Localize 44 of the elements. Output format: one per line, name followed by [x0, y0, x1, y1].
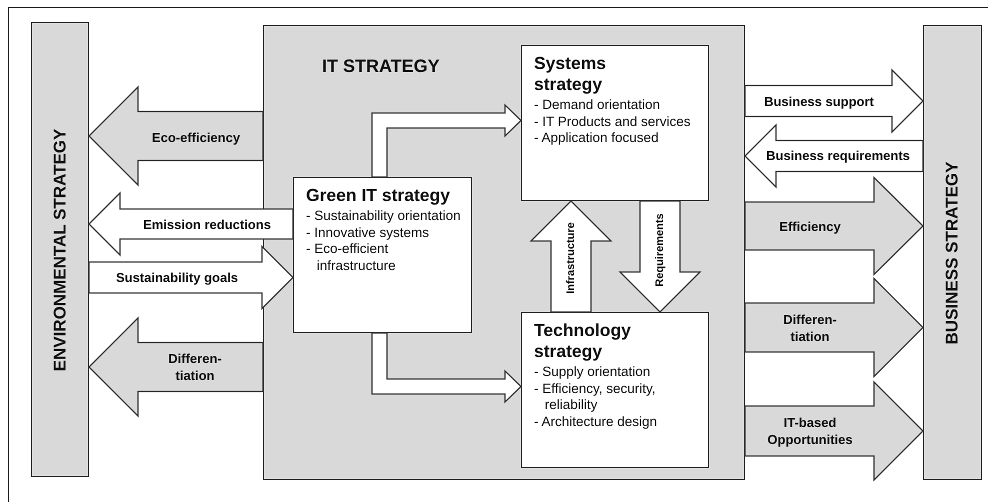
panel-title: IT STRATEGY [322, 56, 440, 77]
band-title: ENVIRONMENTAL STRATEGY [50, 128, 70, 371]
arrow-label: Business requirements [765, 147, 911, 165]
arrow-label: Business support [763, 93, 875, 111]
bullet-item: - Eco-efficient infrastructure [306, 241, 397, 274]
bullet-item: - Application focused [534, 130, 660, 146]
strategy-box [521, 45, 709, 201]
arrow-label: Differen- tiation [167, 350, 223, 385]
block-arrow [744, 176, 924, 276]
block-arrow [744, 276, 924, 378]
strategy-box [293, 177, 472, 333]
block-arrow [744, 123, 924, 189]
block-arrow [88, 85, 264, 187]
band-title: BUSINESS STRATEGY [942, 161, 962, 344]
block-arrow [371, 332, 522, 404]
block-arrow [88, 191, 294, 257]
strategy-box [521, 312, 709, 468]
bullet-item: - Sustainability orientation [306, 208, 462, 224]
bullet-item: - Supply orientation [534, 364, 652, 380]
arrow-label: Emission reductions [142, 216, 272, 234]
arrow-label: Sustainability goals [114, 269, 240, 287]
strategy-band [31, 22, 89, 477]
bullet-item: - Demand orientation [534, 97, 662, 114]
block-arrow [744, 68, 924, 134]
bullet-item: - Innovative systems [306, 224, 430, 241]
arrow-label: Infrastructure [564, 221, 578, 296]
arrow-label: Differen- tiation [782, 310, 838, 346]
block-arrow [88, 244, 294, 310]
box-heading: Green IT strategy [306, 185, 451, 206]
box-heading: Technology strategy [534, 320, 632, 362]
block-arrow [744, 380, 924, 482]
box-heading: Systems strategy [534, 53, 607, 95]
bullet-item: - Efficiency, security, reliability [534, 380, 657, 414]
bullet-item: - Architecture design [534, 414, 658, 430]
arrow-label: Eco-efficiency [150, 128, 242, 147]
arrow-label: Requirements [652, 212, 666, 289]
bullet-item: - IT Products and services [534, 114, 692, 130]
arrow-label: Efficiency [778, 218, 842, 236]
block-arrow [529, 200, 613, 313]
block-arrow [618, 200, 702, 313]
arrow-label: IT-based Opportunities [766, 414, 854, 449]
block-arrow [371, 103, 522, 178]
strategy-band [923, 25, 982, 480]
block-arrow [88, 316, 264, 418]
